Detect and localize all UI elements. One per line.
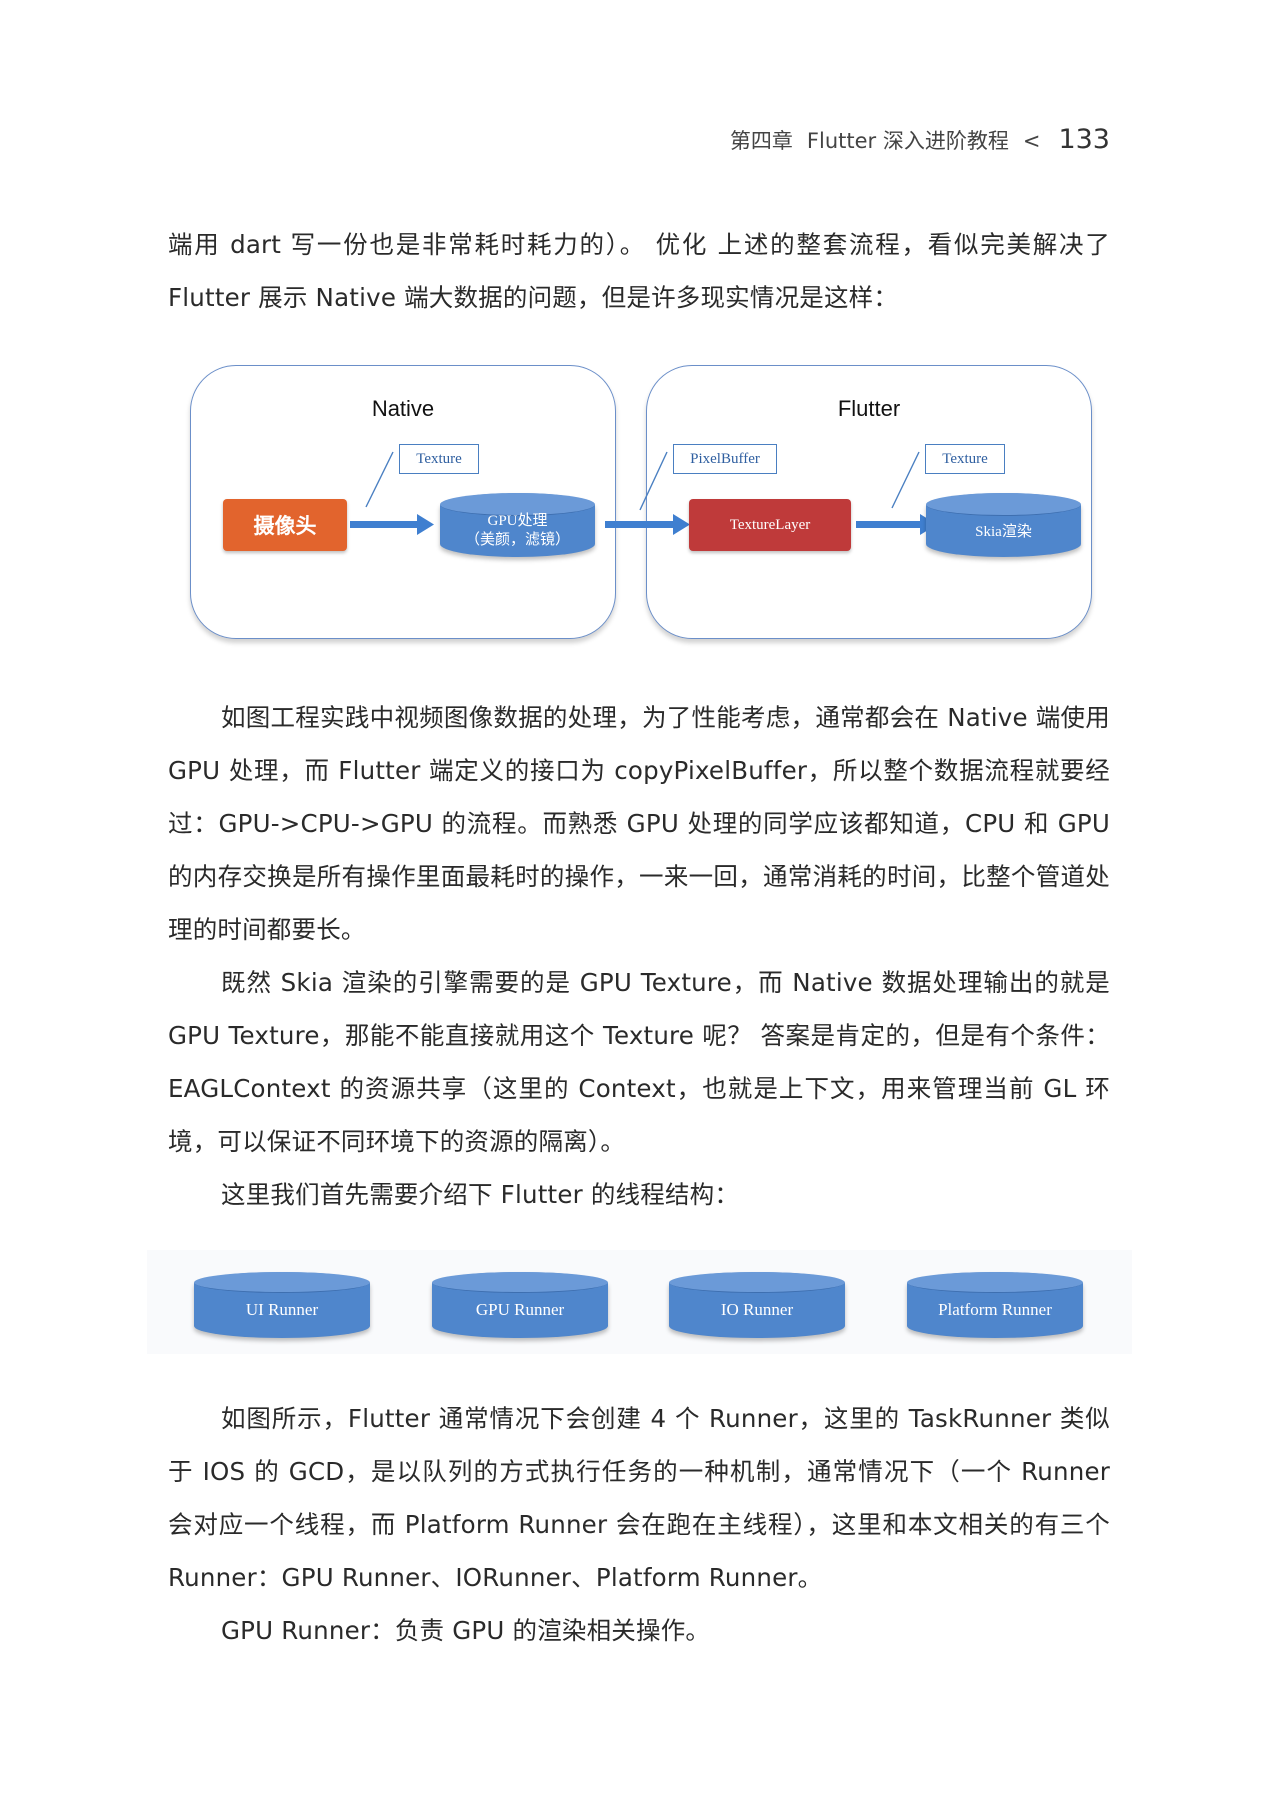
gpu-runner-node: GPU Runner [432,1272,608,1338]
page-number: 133 [1058,124,1110,155]
ui-runner-node: UI Runner [194,1272,370,1338]
flow-arrows [350,514,937,535]
texture-label-leader-1 [365,451,394,508]
arrow-camera-to-gpu [350,514,434,535]
texture-pipeline-diagram: Native Flutter Texture PixelBuffer Textu… [168,360,1110,650]
gpu-runner-label: GPU Runner [475,1300,565,1319]
texture-label-2: Texture [925,444,1005,474]
skia-render-node: Skia渲染 [926,493,1081,557]
texture-layer-node: TextureLayer [689,499,851,551]
paragraph-gpu-cpu: 如图工程实践中视频图像数据的处理，为了性能考虑，通常都会在 Native 端使用… [168,703,1110,944]
pixelbuffer-label: PixelBuffer [673,444,777,474]
arrow-gpu-to-texturelayer [605,514,690,535]
chapter-label: 第四章 [729,129,793,153]
paragraph-intro: 端用 dart 写一份也是非常耗时耗力的）。 优化 上述的整套流程，看似完美解决… [168,230,1110,312]
pixelbuffer-label-leader [639,451,668,511]
header-separator: < [1022,129,1041,153]
arrow-texturelayer-to-skia [856,514,937,535]
paragraph-skia-texture: 既然 Skia 渲染的引擎需要的是 GPU Texture，而 Native 数… [168,968,1110,1156]
skia-render-label: Skia渲染 [975,523,1032,540]
gpu-processing-node: GPU处理 （美颜，滤镜） [440,493,595,557]
running-header: 第四章 Flutter 深入进阶教程 < 133 [730,124,1110,155]
io-runner-node: IO Runner [669,1272,845,1338]
native-panel-title: Native [371,396,435,421]
texture-label-1: Texture [399,444,479,474]
platform-runner-node: Platform Runner [907,1272,1083,1338]
paragraph-gpu-runner: GPU Runner：负责 GPU 的渲染相关操作。 [221,1616,711,1645]
platform-runner-label: Platform Runner [938,1300,1052,1319]
paragraph-runner-explanation: 如图所示，Flutter 通常情况下会创建 4 个 Runner，这里的 Tas… [168,1404,1110,1592]
camera-node: 摄像头 [223,499,347,551]
gpu-processing-title: GPU处理 [487,513,548,529]
io-runner-label: IO Runner [720,1300,794,1319]
gpu-processing-detail: （美颜，滤镜） [464,532,570,548]
runner-diagram: UI Runner GPU Runner IO Runner Platform … [147,1250,1132,1354]
book-title: Flutter 深入进阶教程 [806,129,1009,153]
diagram-connectors [350,451,937,535]
ui-runner-label: UI Runner [245,1300,319,1319]
texture-label-leader-2 [891,451,920,509]
paragraph-thread-intro: 这里我们首先需要介绍下 Flutter 的线程结构： [221,1180,740,1209]
flutter-panel-title: Flutter [837,396,901,421]
